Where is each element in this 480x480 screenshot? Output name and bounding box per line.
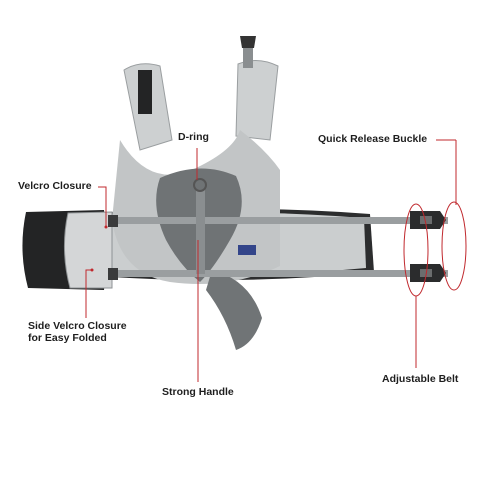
lower-belt-strap <box>112 270 448 277</box>
left-velcro-patch <box>138 70 152 114</box>
quick-release-buckle-label: Quick Release Buckle <box>318 133 428 145</box>
handle-strap <box>196 190 205 274</box>
side-velcro-label-line1: Side Velcro Closure <box>28 320 127 332</box>
top-strap-webbing <box>243 44 253 68</box>
d-ring-label: D-ring <box>178 131 209 143</box>
callout-lines <box>85 139 467 382</box>
buckle-highlight-ellipse <box>441 201 467 291</box>
d-ring <box>193 178 207 192</box>
side-velcro-dot <box>90 268 94 272</box>
velcro-closure-dot <box>104 225 108 229</box>
side-velcro-label-line2: for Easy Folded <box>28 332 107 344</box>
velcro-closure-label: Velcro Closure <box>18 180 92 192</box>
adjustable-belt-label: Adjustable Belt <box>382 373 459 385</box>
side-velcro-callout <box>85 269 92 318</box>
side-velcro-panel <box>63 211 113 289</box>
left-lower-buckle <box>108 268 118 280</box>
strong-handle-label: Strong Handle <box>162 386 234 398</box>
brand-label <box>238 245 256 255</box>
upper-buckle-slot <box>420 216 432 224</box>
upper-belt-strap <box>112 217 448 224</box>
left-upper-buckle <box>108 215 118 227</box>
shark-fin <box>206 270 262 350</box>
top-buckle <box>240 36 256 48</box>
right-shoulder-strap <box>235 60 279 141</box>
velcro-closure-callout <box>98 186 107 227</box>
